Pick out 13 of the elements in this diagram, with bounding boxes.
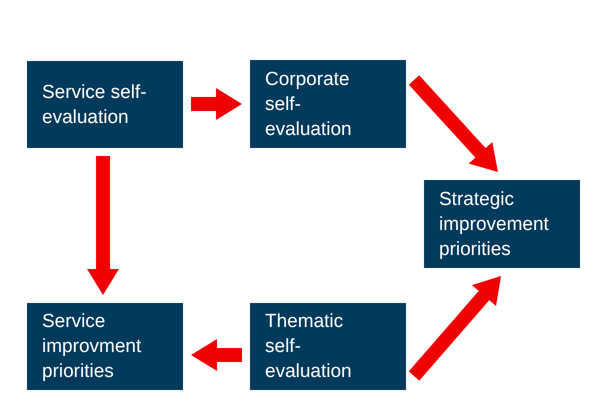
arrow bbox=[191, 339, 242, 371]
node-label: Thematic self-evaluation bbox=[265, 310, 353, 384]
arrow bbox=[191, 88, 242, 120]
process-box bbox=[424, 180, 580, 268]
node-label: Service improvment priorities bbox=[42, 310, 142, 384]
process-box bbox=[27, 303, 183, 390]
node-label: Service self-evaluation bbox=[42, 80, 148, 130]
node-label: Corporate self-evaluation bbox=[265, 68, 353, 142]
arrow bbox=[87, 156, 119, 295]
process-box bbox=[27, 61, 183, 148]
process-box bbox=[250, 60, 406, 148]
process-box bbox=[250, 303, 406, 390]
node-label: Strategic improvement priorities bbox=[439, 188, 550, 262]
